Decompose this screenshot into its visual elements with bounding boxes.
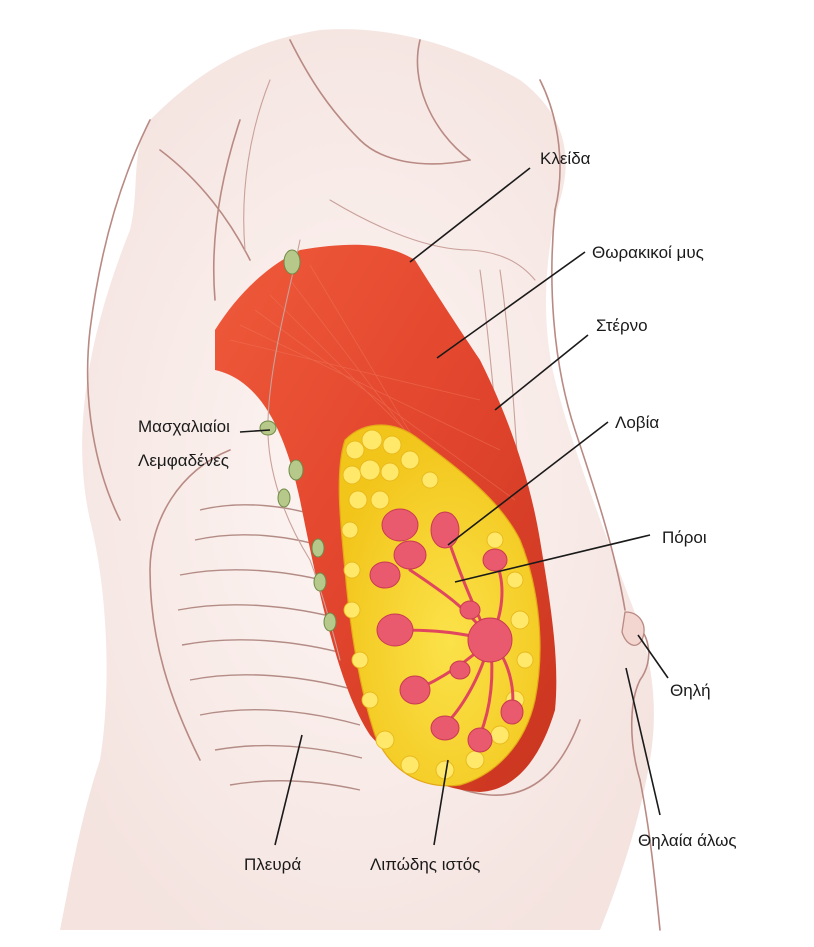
label-nipple: Θηλή — [670, 681, 711, 700]
label-areola: Θηλαία άλως — [638, 831, 737, 850]
label-sternum: Στέρνο — [596, 316, 648, 335]
label-clavicle: Κλείδα — [540, 149, 591, 168]
label-fat-tissue: Λιπώδης ιστός — [370, 855, 480, 874]
label-rib: Πλευρά — [244, 855, 301, 874]
label-axillary-nodes-1: Μασχαλιαίοι — [138, 417, 230, 436]
label-ducts: Πόροι — [662, 528, 707, 547]
label-pectoral-muscles: Θωρακικοί μυς — [592, 243, 704, 262]
label-axillary-nodes-2: Λεμφαδένες — [138, 451, 229, 470]
label-lobes: Λοβία — [615, 413, 659, 432]
nipple-shape — [622, 612, 644, 645]
